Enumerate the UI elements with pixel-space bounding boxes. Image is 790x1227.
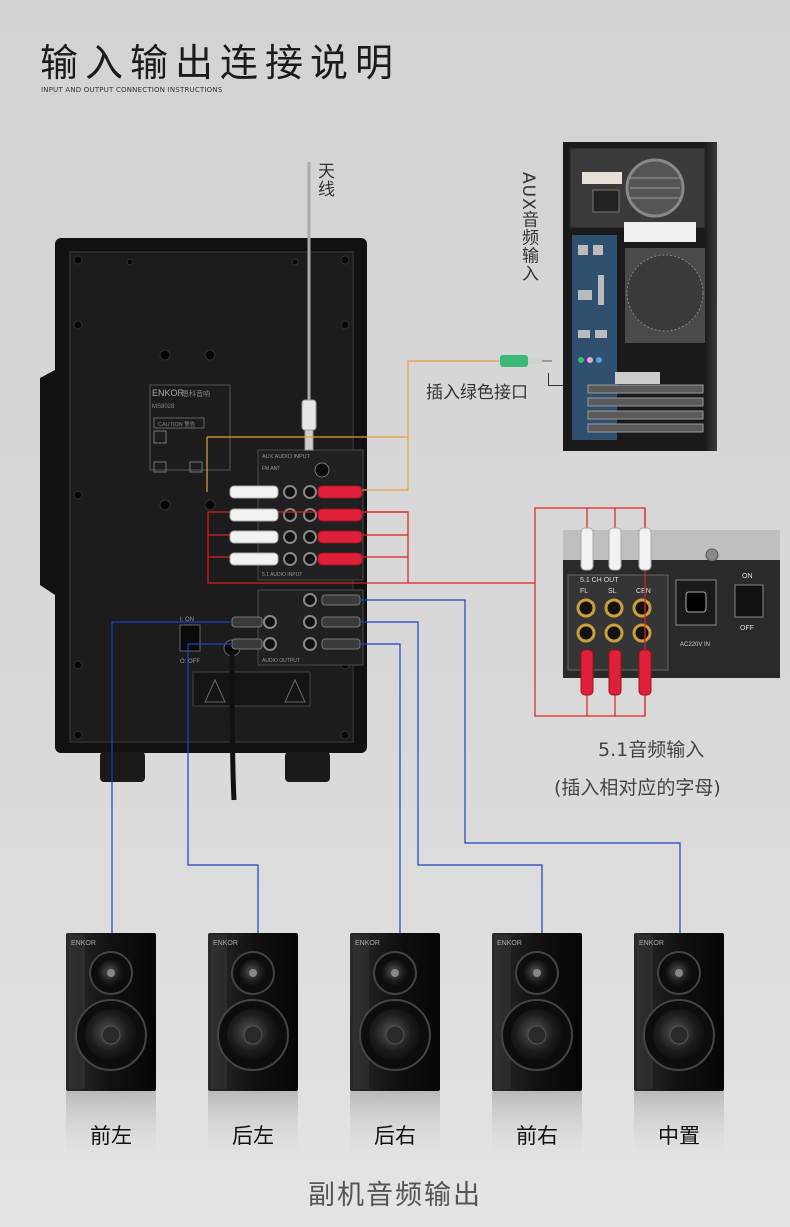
input-51-note: (插入相对应的字母): [554, 777, 721, 799]
green-plug: [500, 355, 552, 367]
speaker-rear-left: ENKOR: [208, 933, 298, 1161]
aux-section-label: AUX AUDIO INPUT: [262, 454, 311, 460]
antenna-label: 天线: [314, 162, 334, 198]
speaker-brand: ENKOR: [497, 940, 522, 947]
speaker-row: ENKOR ENKOR ENKOR ENKOR ENKOR: [66, 933, 724, 1161]
sl-label: SL: [608, 588, 617, 595]
speaker-brand: ENKOR: [639, 940, 664, 947]
fm-ant-label: FM ANT: [262, 466, 280, 472]
speaker-brand: ENKOR: [71, 940, 96, 947]
section-51-label: 5.1 AUDIO INPUT: [262, 572, 302, 578]
aux-wire: [206, 360, 500, 492]
aux-input-label: AUX音频输入: [518, 172, 538, 283]
speaker-brand: ENKOR: [213, 940, 238, 947]
speaker-label-rear-left: 后左: [232, 1124, 274, 1148]
green-jack-label: 插入绿色接口: [426, 383, 528, 403]
brand-cn-text: 恩科音响: [182, 389, 210, 398]
off-label: OFF: [740, 625, 754, 632]
page-subtitle: INPUT AND OUTPUT CONNECTION INSTRUCTIONS: [41, 86, 223, 94]
pc-tower: [563, 142, 717, 451]
speaker-center: ENKOR: [634, 933, 724, 1161]
model-text: MS8028: [152, 404, 175, 410]
rca-plugs-input: [229, 485, 363, 566]
power-off-label: O: OFF: [180, 659, 200, 665]
speaker-label-rear-right: 后右: [374, 1124, 416, 1148]
power-on-label: I: ON: [180, 617, 194, 623]
green-jack-pointer: [548, 373, 563, 386]
antenna-plug: [301, 399, 317, 431]
subwoofer: ENKOR 恩科音响 MS8028 CAUTION 警告 AUX AUDIO I…: [40, 238, 367, 801]
cen-label: CEN: [636, 588, 651, 595]
output-wires: [111, 599, 681, 935]
speaker-front-right: ENKOR: [492, 933, 582, 1161]
page-title: 输入输出连接说明: [40, 41, 401, 85]
input-51-wire: [207, 507, 646, 717]
footer-caption: 副机音频输出: [308, 1180, 482, 1211]
ac-label: AC220V IN: [680, 642, 710, 648]
speaker-brand: ENKOR: [355, 940, 380, 947]
input-51-label: 5.1音频输入: [598, 739, 705, 761]
power-switch[interactable]: [179, 624, 201, 652]
on-label: ON: [742, 573, 753, 580]
brand-text: ENKOR: [152, 388, 185, 398]
dvd-player-panel: 5.1 CH OUT FL SL CEN AC220V IN ON OFF: [563, 530, 780, 678]
fl-label: FL: [580, 588, 588, 595]
speaker-label-front-left: 前左: [90, 1124, 132, 1148]
speaker-label-front-right: 前右: [516, 1124, 558, 1148]
rca-plugs-dvd: [580, 527, 652, 696]
speaker-rear-right: ENKOR: [350, 933, 440, 1161]
speaker-front-left: ENKOR: [66, 933, 156, 1161]
rca-plugs-output: [231, 594, 361, 650]
caution-text: CAUTION 警告: [158, 420, 196, 428]
output-section-label: AUDIO OUTPUT: [262, 658, 300, 664]
dvd-power-switch[interactable]: [734, 584, 764, 618]
ch-out-label: 5.1 CH OUT: [580, 577, 619, 584]
speaker-label-center: 中置: [658, 1124, 700, 1148]
